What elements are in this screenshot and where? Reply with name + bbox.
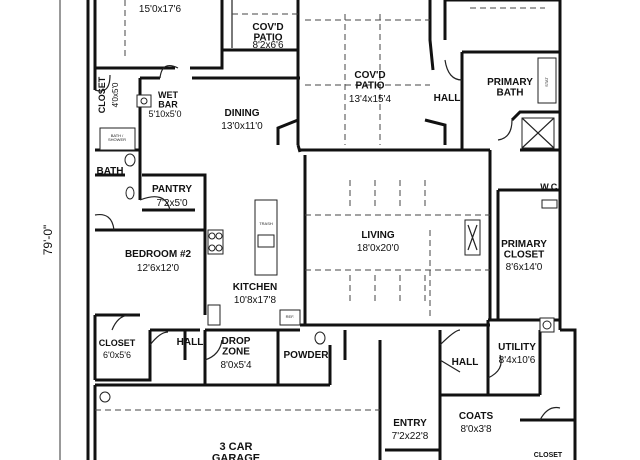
wet-bar-dim: 5'10x5'0 [149, 109, 182, 119]
hall-top-name: HALL [434, 93, 461, 104]
pantry-name: PANTRY [152, 184, 192, 195]
island-sink-icon [257, 234, 275, 248]
overall-dimension: 79'-0" [41, 0, 61, 460]
shower-icon [537, 57, 557, 104]
overall-dimension-label: 79'-0" [41, 225, 55, 256]
door-swings [94, 59, 561, 421]
closet-bottom-name: CLOSET [99, 338, 136, 348]
entry-dim: 7'2x22'8 [392, 431, 429, 442]
dashed-lines [95, 0, 545, 411]
bath-name: BATH [96, 166, 123, 177]
dining-dim: 13'0x11'0 [221, 121, 263, 132]
closet-bottom-dim: 6'0x5'6 [103, 350, 131, 360]
bath-shower-label: BATH /SHOWER [108, 133, 126, 142]
kitchen-name: KITCHEN [233, 282, 277, 293]
top-room-dim: 15'0x17'6 [139, 4, 182, 15]
bedroom2-name: BEDROOM #2 [125, 249, 192, 260]
covd-patio-large-dim: 13'4x15'4 [349, 94, 392, 105]
stat-label: STAT [544, 77, 549, 87]
bedroom2-dim: 12'6x12'0 [137, 263, 180, 274]
utility-name: UTILITY [498, 342, 536, 353]
coats-dim: 8'0x3'8 [460, 424, 492, 435]
powder-name: POWDER [284, 350, 330, 361]
closet-top-dim: 4'0x5'0 [111, 82, 120, 107]
pantry-shelf-icon [207, 304, 221, 326]
wc-name: W.C. [540, 182, 560, 192]
living-dim: 18'0x20'0 [357, 243, 400, 254]
drop-zone-dim: 8'0x5'4 [220, 360, 252, 371]
pantry-dim: 7'2x5'0 [156, 198, 188, 209]
coats-name: COATS [459, 411, 494, 422]
kitchen-dim: 10'8x17'8 [234, 295, 277, 306]
toilet-icon [125, 186, 135, 200]
sink-icon [124, 153, 136, 167]
closet-top-name: CLOSET [97, 76, 107, 113]
refrigerator-icon [279, 309, 301, 326]
living-name: LIVING [361, 230, 395, 241]
water-heater-icon [99, 391, 111, 403]
fixtures: BATH /SHOWER TRASH REF. STAT [99, 57, 558, 403]
hall-left-name: HALL [177, 337, 204, 348]
covd-patio-small-dim: 8'2x6'6 [252, 40, 284, 51]
dining-name: DINING [225, 108, 260, 119]
walls [86, 0, 577, 460]
closet-corner-name: CLOSET [534, 452, 563, 459]
bathtub-icon [99, 127, 136, 151]
hall-right-name: HALL [452, 357, 479, 368]
primary-closet-dim: 8'6x14'0 [506, 262, 543, 273]
wc-toilet-icon [541, 199, 558, 209]
utility-dim: 8'4x10'6 [499, 355, 536, 366]
trash-label: TRASH [259, 221, 273, 226]
entry-name: ENTRY [393, 418, 427, 429]
powder-toilet-icon [314, 331, 326, 345]
ref-label: REF. [286, 314, 295, 319]
